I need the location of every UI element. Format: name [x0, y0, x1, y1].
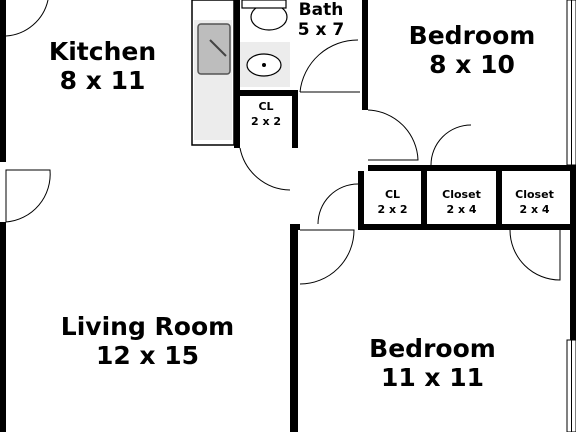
wall-bath-left — [234, 0, 240, 92]
closet-right-name: Closet — [515, 188, 554, 201]
wall-bedroom-bottom-left — [290, 226, 298, 432]
room-label-closet-right: Closet 2 x 4 — [502, 188, 567, 218]
cl-mid-name: CL — [384, 188, 401, 201]
bedroom-bottom-name: Bedroom — [369, 334, 496, 363]
door-bedroom-bottom — [299, 229, 355, 285]
kitchen-name: Kitchen — [48, 37, 157, 66]
door-living-left — [5, 169, 51, 223]
door-bedroom-top — [367, 109, 419, 161]
wall-cl-right — [292, 96, 298, 148]
room-label-bath: Bath 5 x 7 — [286, 0, 356, 40]
wall-cl-left — [234, 96, 240, 148]
room-label-bedroom-bottom: Bedroom 11 x 11 — [345, 334, 520, 393]
wall-closets-bottom — [358, 224, 576, 230]
bath-dims: 5 x 7 — [297, 19, 345, 40]
living-room-dims: 12 x 15 — [95, 340, 200, 370]
wall-closet-divider-1 — [421, 171, 427, 224]
bath-fixtures — [240, 0, 290, 87]
wall-closet-cl-left — [358, 171, 364, 224]
door-cl-top — [239, 147, 291, 191]
wall-bath-right — [362, 0, 368, 110]
cl-mid-dims: 2 x 2 — [377, 202, 408, 216]
door-kitchen-top — [5, 0, 49, 37]
bedroom-top-name: Bedroom — [408, 21, 536, 50]
sink-icon — [197, 23, 231, 75]
windows — [566, 0, 576, 432]
kitchen-counter — [191, 0, 235, 146]
closet-right-dims: 2 x 4 — [519, 202, 550, 216]
room-label-cl-mid: CL 2 x 2 — [364, 188, 421, 218]
bath-name: Bath — [298, 0, 344, 20]
wall-kitchen-left — [0, 0, 6, 162]
closet-left-name: Closet — [442, 188, 481, 201]
door-bath — [299, 39, 360, 93]
room-label-cl-top: CL 2 x 2 — [240, 100, 292, 130]
wall-cl-divider — [234, 90, 298, 96]
door-closet-right — [509, 229, 561, 281]
kitchen-dims: 8 x 11 — [59, 65, 146, 95]
door-closet-left — [430, 124, 472, 166]
room-label-bedroom-top: Bedroom 8 x 10 — [388, 21, 556, 80]
doors — [5, 0, 561, 285]
wall-closet-divider-2 — [496, 171, 502, 224]
living-room-name: Living Room — [60, 312, 235, 341]
room-label-kitchen: Kitchen 8 x 11 — [30, 37, 175, 96]
bedroom-bottom-dims: 11 x 11 — [380, 362, 485, 392]
wall-living-left — [0, 222, 6, 432]
wall-bedroom-top-bottom — [368, 165, 576, 171]
wall-bedroom-bottom-top — [290, 224, 300, 230]
cl-top-dims: 2 x 2 — [250, 114, 282, 128]
bedroom-top-dims: 8 x 10 — [429, 49, 515, 79]
room-label-living-room: Living Room 12 x 15 — [40, 312, 255, 371]
cl-top-name: CL — [258, 100, 274, 113]
room-label-closet-left: Closet 2 x 4 — [427, 188, 496, 218]
wall-right-edge — [570, 0, 576, 432]
closet-left-dims: 2 x 4 — [446, 202, 477, 216]
door-cl-mid — [317, 183, 359, 225]
